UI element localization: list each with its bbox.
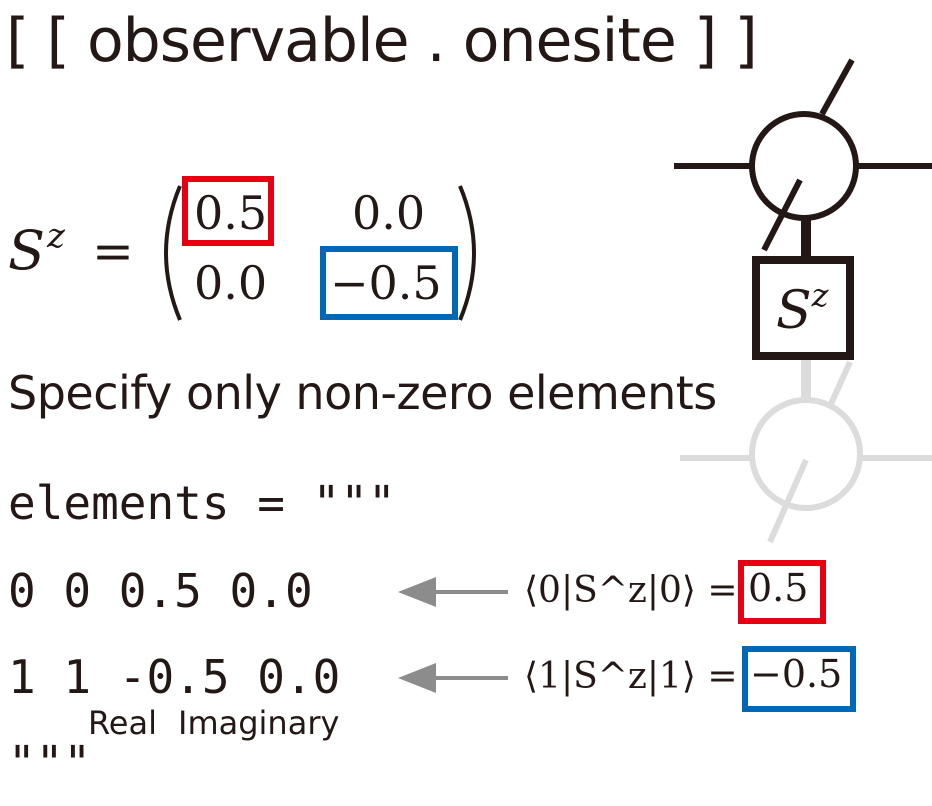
operator-tensor-box [752,256,854,360]
braket-2: ⟨1|S^z|1⟩ = [524,656,738,697]
braket-1: ⟨0|S^z|0⟩ = [524,570,738,611]
operator-symbol: Sz [8,216,65,282]
braket-1-value: 0.5 [748,566,809,610]
page-title: [ [ observable . onesite ] ] [6,6,758,76]
code-line-3: 1 1 -0.5 0.0 [8,650,341,704]
left-paren [164,185,182,321]
highlight-box-red [182,176,274,246]
right-paren [458,185,476,321]
matrix-parentheses [164,185,476,321]
faded-site-tensor [680,358,932,544]
braket-2-value: −0.5 [750,652,843,696]
arrow-2 [398,663,508,693]
code-line-4: """ [8,736,92,790]
instruction-text: Specify only non-zero elements [8,366,717,420]
arrow-1 [398,577,508,607]
label-real: Real [88,704,157,742]
matrix-cell-12: 0.0 [352,186,426,240]
operator-tensor-label: Sz [776,276,828,341]
operator-tensor-letter: S [776,281,812,341]
matrix-cell-22: −0.5 [330,256,442,310]
label-imaginary: Imaginary [178,704,340,742]
site-tensor [674,58,932,260]
operator-letter: S [8,219,45,282]
matrix-cell-21: 0.0 [194,256,268,310]
operator-tensor-sup: z [811,276,829,314]
value-box-red [738,560,826,624]
matrix-cell-11: 0.5 [194,186,268,240]
highlight-box-blue [320,246,458,320]
equals-sign: = [92,222,134,280]
value-box-blue [742,646,856,712]
code-line-1: elements = """ [8,476,396,530]
operator-superscript: z [47,216,65,256]
tensor-diagram [674,58,932,544]
code-line-2: 0 0 0.5 0.0 [8,564,313,618]
